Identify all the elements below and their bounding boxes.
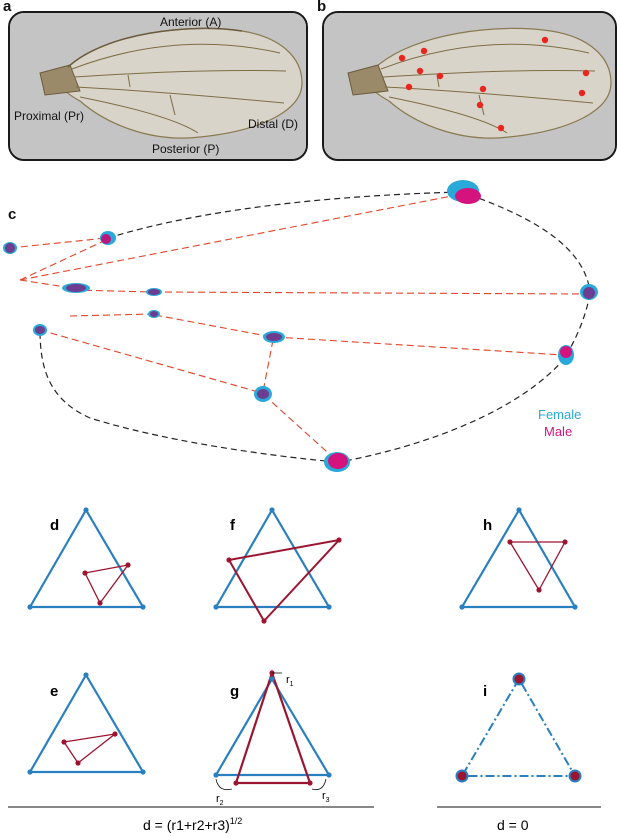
wing-photo-panel-b: [322, 11, 617, 161]
cluster: [263, 331, 285, 343]
landmark-clusters: [3, 180, 598, 472]
panel-label-e: e: [50, 683, 58, 700]
cluster: [447, 180, 481, 204]
panel-label-a: a: [3, 0, 12, 15]
panel-label-h: h: [483, 517, 492, 534]
triangle-d: [27, 507, 146, 610]
cluster: [324, 452, 350, 472]
landmark-scatter-panel-c: Female Male: [3, 180, 598, 472]
triangle-g: [213, 669, 332, 791]
cluster: [33, 324, 47, 336]
panel-label-i: i: [483, 683, 487, 700]
label-r3: r3: [322, 790, 330, 804]
triangle-h: [459, 507, 578, 610]
triangle-e: [27, 672, 146, 775]
anterior-label: Anterior (A): [160, 15, 222, 29]
cluster: [3, 242, 17, 254]
label-r2: r2: [216, 793, 224, 807]
cluster: [558, 345, 574, 365]
formula-right: d = 0: [497, 817, 529, 833]
triangle-i: [455, 672, 582, 783]
formula-left: d = (r1+r2+r3)1/2: [143, 816, 242, 833]
cluster: [100, 231, 116, 245]
cluster: [254, 386, 272, 402]
panel-label-b: b: [317, 0, 327, 15]
posterior-label: Posterior (P): [152, 142, 220, 156]
panel-label-g: g: [230, 683, 239, 700]
wing-image: [10, 13, 306, 159]
distal-label: Distal (D): [248, 117, 298, 131]
triangle-diagrams: d f h e g r1 r2 r3 i: [8, 507, 601, 833]
legend-female: Female: [538, 407, 581, 422]
wing-outline-dashes: [39, 191, 591, 463]
panel-label-c: c: [8, 206, 17, 223]
wing-image-landmarks: [324, 13, 615, 159]
triangle-f: [213, 507, 342, 624]
cluster: [62, 283, 90, 293]
wing-photo-panel-a: Anterior (A) Posterior (P) Proximal (Pr)…: [8, 11, 308, 161]
panel-label-d: d: [50, 517, 59, 534]
cluster: [580, 284, 598, 300]
panel-label-f: f: [230, 517, 236, 534]
label-r1: r1: [286, 674, 294, 688]
landmark-points: [398, 36, 590, 132]
vein-dashes: [9, 193, 589, 461]
cluster: [146, 288, 162, 296]
legend-male: Male: [544, 424, 572, 439]
cluster: [148, 310, 160, 318]
proximal-label: Proximal (Pr): [14, 109, 85, 123]
